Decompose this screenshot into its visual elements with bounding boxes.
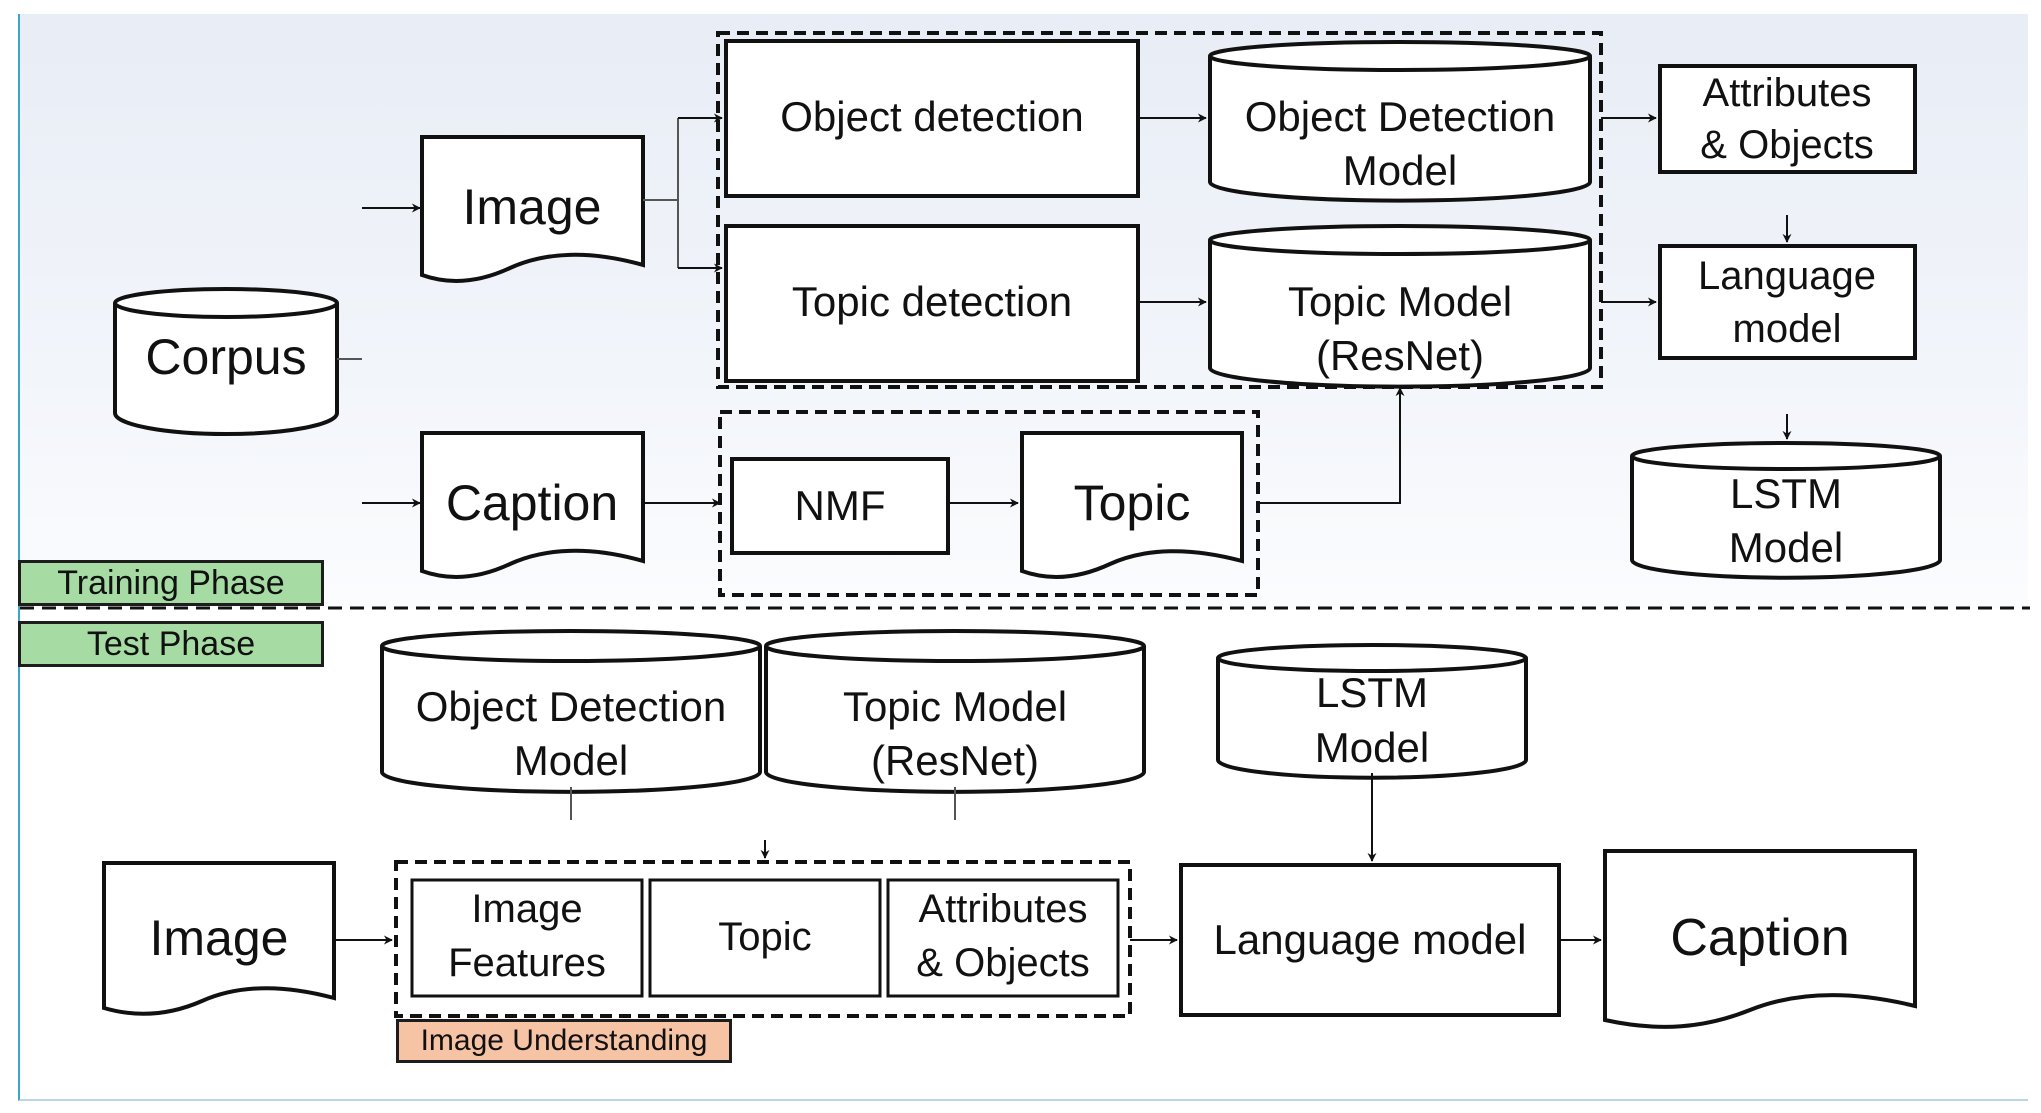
training-od-model-cylinder: Object Detection Model: [1208, 40, 1592, 203]
training-attributes-box: Attributes & Objects: [1658, 64, 1917, 174]
topic-detection-label: Topic detection: [792, 278, 1072, 325]
training-topic-document: Topic: [1020, 431, 1244, 579]
training-od-model-line2: Model: [1343, 147, 1457, 194]
test-lstm-line2: Model: [1315, 724, 1429, 771]
corpus-cylinder: Corpus: [113, 287, 339, 436]
training-attributes-line2: & Objects: [1700, 123, 1873, 167]
test-lstm-model-cylinder: LSTM Model: [1216, 643, 1528, 780]
nmf-label: NMF: [795, 482, 886, 529]
corpus-label: Corpus: [145, 329, 306, 385]
training-phase-tag: Training Phase: [18, 560, 324, 606]
test-topic-box: Topic: [648, 878, 882, 998]
test-phase-tag: Test Phase: [18, 621, 324, 667]
training-image-document: Image: [420, 135, 645, 283]
test-image-document: Image: [102, 861, 336, 1016]
test-language-model-box: Language model: [1179, 863, 1561, 1017]
image-understanding-tag: Image Understanding: [396, 1019, 732, 1063]
training-topic-model-cylinder: Topic Model (ResNet): [1208, 224, 1592, 389]
test-attributes-line1: Attributes: [919, 887, 1088, 931]
object-detection-box: Object detection: [724, 39, 1140, 198]
detection-group-frame: [716, 31, 1603, 389]
test-topic-model-line1: Topic Model: [843, 683, 1067, 730]
training-connectors: [337, 113, 1792, 508]
test-od-model-line2: Model: [514, 737, 628, 784]
test-language-model-label: Language model: [1214, 916, 1527, 963]
training-language-model-line1: Language: [1698, 254, 1876, 298]
test-caption-label: Caption: [1670, 909, 1849, 967]
test-attributes-line2: & Objects: [916, 941, 1089, 985]
training-caption-label: Caption: [446, 475, 618, 531]
test-topic-model-cylinder: Topic Model (ResNet): [764, 629, 1146, 794]
training-lstm-model-cylinder: LSTM Model: [1630, 441, 1942, 580]
image-features-line2: Features: [448, 941, 606, 985]
test-connectors: [334, 773, 1602, 945]
test-lstm-line1: LSTM: [1316, 669, 1428, 716]
image-features-box: Image Features: [410, 878, 644, 998]
test-topic-label: Topic: [718, 915, 811, 959]
nmf-box: NMF: [730, 457, 950, 555]
training-language-model-line2: model: [1733, 307, 1842, 351]
training-topic-model-line1: Topic Model: [1288, 278, 1512, 325]
test-od-model-cylinder: Object Detection Model: [380, 629, 762, 794]
training-language-model-box: Language model: [1658, 244, 1917, 360]
training-image-label: Image: [463, 179, 602, 235]
understanding-group-frame: [394, 860, 1132, 1018]
test-attributes-box: Attributes & Objects: [886, 878, 1120, 998]
training-lstm-line2: Model: [1729, 524, 1843, 571]
test-image-label: Image: [150, 910, 289, 966]
training-topic-model-line2: (ResNet): [1316, 332, 1484, 379]
test-caption-document: Caption: [1603, 849, 1917, 1029]
test-topic-model-line2: (ResNet): [871, 737, 1039, 784]
image-features-line1: Image: [471, 887, 582, 931]
test-od-model-line1: Object Detection: [416, 683, 727, 730]
training-caption-document: Caption: [420, 431, 645, 579]
training-od-model-line1: Object Detection: [1245, 93, 1556, 140]
training-attributes-line1: Attributes: [1703, 71, 1872, 115]
topic-detection-box: Topic detection: [724, 224, 1140, 383]
training-topic-label: Topic: [1074, 475, 1191, 531]
training-lstm-line1: LSTM: [1730, 470, 1842, 517]
object-detection-label: Object detection: [780, 93, 1084, 140]
